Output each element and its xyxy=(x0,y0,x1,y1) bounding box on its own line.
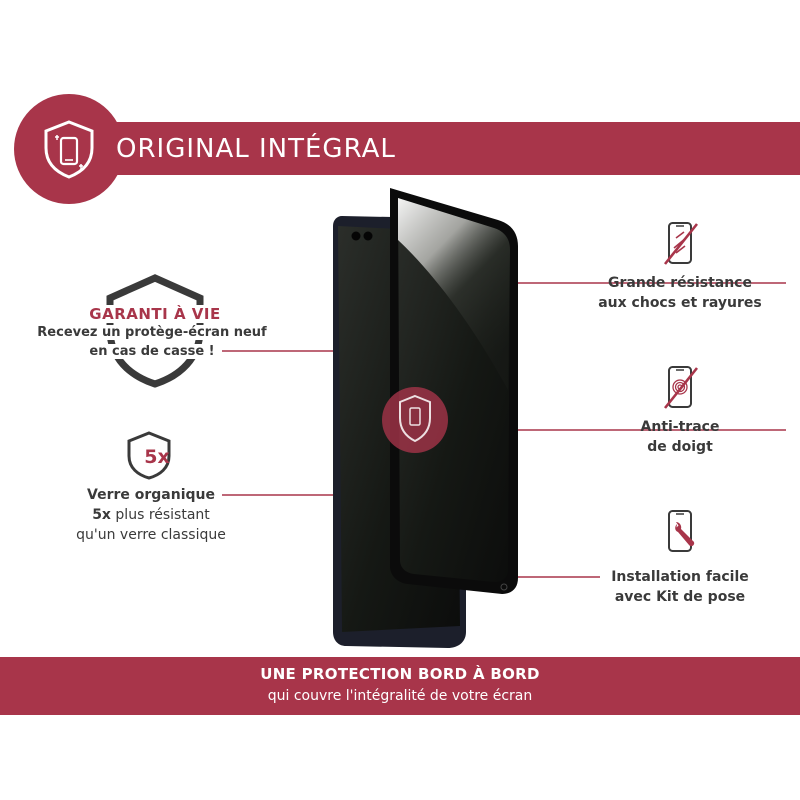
guarantee-description: Recevez un protège-écran neuf en cas de … xyxy=(18,323,286,361)
glass-line-1: Verre organique xyxy=(87,487,215,503)
page-title: ORIGINAL INTÉGRAL xyxy=(116,134,396,164)
front-camera xyxy=(351,231,361,241)
feature-resistance: Grande résistance aux chocs et rayures xyxy=(585,273,775,313)
glass-description: Verre organique 5x plus résistant qu'un … xyxy=(66,485,236,545)
footer-subtitle: qui couvre l'intégralité de votre écran xyxy=(267,688,533,704)
footer-title: UNE PROTECTION BORD À BORD xyxy=(260,665,540,683)
feature-installation-line-2: avec Kit de pose xyxy=(614,589,746,605)
header-band xyxy=(40,122,800,175)
feature-installation: Installation facile avec Kit de pose xyxy=(585,567,775,607)
guarantee-line-1: Recevez un protège-écran neuf xyxy=(35,325,269,340)
glass-line-3: qu'un verre classique xyxy=(76,527,226,543)
protector-logo xyxy=(382,387,448,453)
footer-band: UNE PROTECTION BORD À BORD qui couvre l'… xyxy=(0,657,800,715)
guarantee-title: GARANTI À VIE xyxy=(60,305,250,323)
guarantee-line-2: en cas de casse ! xyxy=(87,344,217,359)
phone-wrench-icon xyxy=(668,510,695,552)
shield-5x-badge: 5x xyxy=(144,446,169,468)
feature-resistance-line-1: Grande résistance xyxy=(608,275,752,291)
feature-installation-line-1: Installation facile xyxy=(611,569,749,585)
shield-phone-icon xyxy=(44,120,94,179)
glass-line-2: 5x plus résistant xyxy=(92,507,210,523)
shield-outline-icon xyxy=(106,274,204,388)
feature-antitrace-line-1: Anti-trace xyxy=(640,419,720,435)
header-badge xyxy=(14,94,124,204)
phone-with-protector xyxy=(333,188,518,648)
phone-crossed-fingerprint-icon xyxy=(663,366,699,409)
shield-5x-icon: 5x xyxy=(127,431,171,480)
feature-antitrace-line-2: de doigt xyxy=(647,439,713,455)
feature-antitrace: Anti-trace de doigt xyxy=(585,417,775,457)
phone-crossed-scratch-icon xyxy=(663,222,699,265)
feature-resistance-line-2: aux chocs et rayures xyxy=(598,295,762,311)
